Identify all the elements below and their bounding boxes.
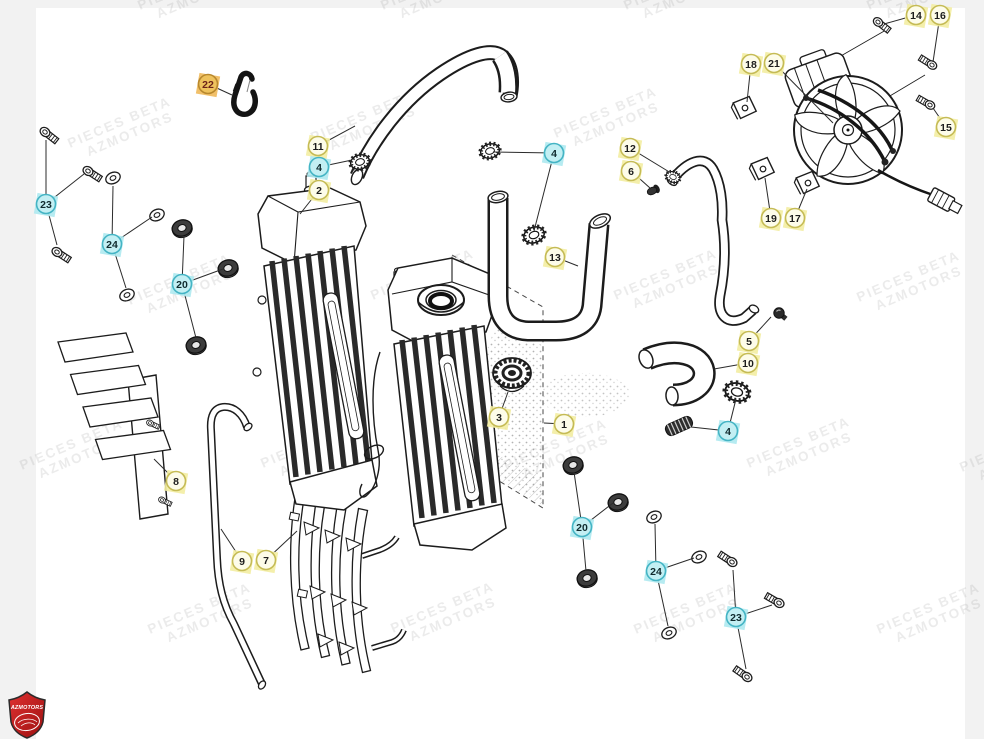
callout-4[interactable]: 4 (306, 155, 353, 181)
callout-2[interactable]: 2 (299, 178, 332, 215)
logo-text: AZMOTORS (10, 705, 44, 711)
callout-20[interactable]: 20 (569, 471, 614, 572)
callout-6[interactable]: 6 (618, 159, 651, 189)
callout-11[interactable]: 11 (305, 125, 356, 160)
callout-number: 17 (789, 213, 801, 225)
callout-number: 11 (312, 141, 323, 153)
overflow-hose (206, 402, 267, 690)
u-bend-hose (487, 190, 612, 342)
hook-clip (231, 70, 258, 118)
callout-14[interactable]: 14 (883, 3, 929, 29)
callout-15[interactable]: 15 (932, 107, 959, 141)
radiator-right (359, 257, 507, 551)
callout-13[interactable]: 13 (542, 245, 579, 271)
radiator-guard-left (57, 332, 173, 520)
callout-8[interactable]: 8 (153, 458, 189, 495)
callout-number: 1 (561, 419, 567, 431)
callout-20[interactable]: 20 (169, 235, 224, 339)
callout-number: 7 (263, 555, 269, 567)
callout-10[interactable]: 10 (713, 351, 761, 377)
callout-9[interactable]: 9 (220, 528, 255, 575)
callout-number: 8 (173, 476, 179, 488)
callout-16[interactable]: 16 (927, 3, 953, 63)
callout-number: 16 (934, 10, 946, 22)
callout-number: 4 (725, 426, 731, 438)
callout-number: 19 (765, 213, 777, 225)
callout-3[interactable]: 3 (486, 391, 512, 431)
callout-number: 6 (628, 166, 634, 178)
radiator-guard-louvered (288, 485, 407, 674)
callout-number: 24 (650, 566, 662, 578)
callout-1[interactable]: 1 (543, 412, 577, 438)
callout-23[interactable]: 23 (723, 569, 773, 670)
callout-number: 4 (316, 162, 322, 174)
callout-number: 10 (742, 358, 754, 370)
callout-number: 15 (940, 122, 952, 134)
callout-18[interactable]: 18 (738, 52, 764, 103)
azmotors-logo: AZMOTORS (8, 691, 46, 739)
callout-22[interactable]: 22 (195, 72, 233, 98)
radiator-left (252, 171, 378, 511)
pipe-nut (646, 184, 660, 196)
callout-number: 21 (768, 58, 780, 70)
callout-number: 4 (551, 148, 557, 160)
callout-24[interactable]: 24 (643, 523, 695, 627)
spring-clip (664, 415, 694, 437)
callout-number: 14 (910, 10, 922, 22)
callout-23[interactable]: 23 (33, 140, 85, 246)
callout-number: 23 (40, 199, 52, 211)
upper-radiator-hose (350, 45, 519, 186)
radiator-cap (492, 357, 532, 393)
callout-number: 22 (202, 79, 214, 91)
wire-connector (927, 187, 963, 215)
callout-number: 12 (624, 143, 636, 155)
fan-wire (877, 168, 934, 197)
callout-number: 9 (239, 556, 245, 568)
callout-5[interactable]: 5 (736, 316, 772, 355)
callout-7[interactable]: 7 (253, 530, 298, 574)
callout-21[interactable]: 21 (761, 51, 834, 124)
callout-number: 20 (176, 279, 188, 291)
bent-coolant-pipe (662, 155, 760, 326)
callout-19[interactable]: 19 (758, 177, 784, 232)
callout-12[interactable]: 12 (617, 136, 672, 174)
callout-4[interactable]: 4 (690, 398, 741, 445)
callout-number: 20 (576, 522, 588, 534)
callout-number: 13 (549, 252, 561, 264)
elbow-hose (638, 341, 716, 407)
callout-24[interactable]: 24 (99, 185, 153, 289)
callout-17[interactable]: 17 (782, 188, 808, 232)
callout-number: 5 (746, 336, 752, 348)
callout-number: 23 (730, 612, 742, 624)
cap-nut (773, 307, 788, 321)
callout-4[interactable]: 4 (492, 141, 567, 232)
callout-number: 18 (745, 59, 757, 71)
callout-number: 3 (496, 412, 502, 424)
logo-shield (8, 691, 46, 739)
cooling-fan-assembly (784, 29, 963, 215)
callout-number: 24 (106, 239, 118, 251)
callout-number: 2 (316, 185, 322, 197)
